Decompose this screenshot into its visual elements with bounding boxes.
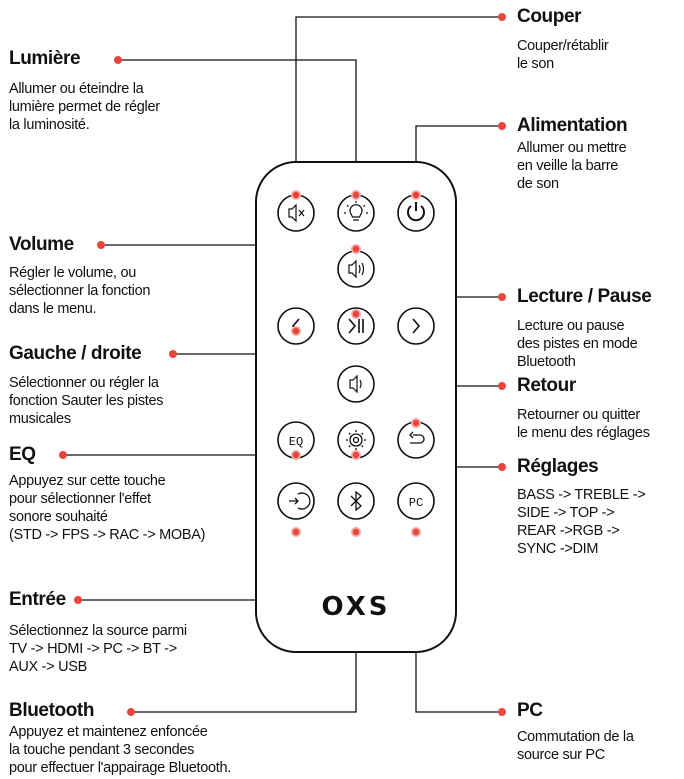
hotspots (291, 190, 421, 537)
label-lecture-desc: Lecture ou pause des pistes en mode Blue… (517, 318, 638, 370)
dot-reglages (498, 463, 506, 471)
leader-couper (295, 16, 502, 195)
label-pc-desc: Commutation de la source sur PC (517, 729, 634, 763)
right-button[interactable] (397, 307, 435, 345)
label-eq-desc: Appuyez sur cette touche pour sélectionn… (9, 473, 206, 543)
brand-logo: OXS (322, 592, 391, 622)
label-retour-title: Retour (517, 375, 576, 396)
label-couper-title: Couper (517, 6, 582, 27)
speaker-mute-icon (288, 203, 305, 223)
label-alimentation-desc: Allumer ou mettre en veille la barre de … (517, 140, 627, 192)
leader-lumiere (118, 59, 357, 195)
label-couper-desc: Couper/rétablir le son (517, 38, 609, 72)
label-volume-desc: Régler le volume, ou sélectionner la fon… (9, 265, 151, 317)
input-icon (289, 492, 311, 510)
label-volume-title: Volume (9, 234, 74, 255)
dot-bluetooth (127, 708, 135, 716)
dot-entree (74, 596, 82, 604)
volume-down-button[interactable] (337, 365, 375, 403)
label-reglages-desc: BASS -> TREBLE -> SIDE -> TOP -> REAR ->… (517, 487, 646, 557)
label-pc-title: PC (517, 700, 543, 721)
dot-pc (498, 708, 506, 716)
label-retour-desc: Retourner ou quitter le menu des réglage… (517, 407, 650, 441)
input-button[interactable] (277, 482, 315, 520)
speaker-loud-icon (348, 259, 365, 279)
label-entree-desc: Sélectionnez la source parmi TV -> HDMI … (9, 623, 187, 675)
power-icon (407, 202, 425, 222)
dot-lecture (498, 293, 506, 301)
play-pause-button[interactable] (337, 307, 375, 345)
bulb-icon (344, 201, 368, 221)
speaker-low-icon (349, 374, 362, 394)
label-reglages-title: Réglages (517, 456, 599, 477)
label-lumiere-desc: Allumer ou éteindre la lumière permet de… (9, 81, 160, 133)
label-bluetooth-title: Bluetooth (9, 700, 95, 721)
bluetooth-icon (350, 490, 362, 512)
dot-alimentation (498, 122, 506, 130)
dot-couper (498, 13, 506, 21)
label-alimentation-title: Alimentation (517, 115, 628, 136)
dot-eq (59, 451, 67, 459)
mute-button[interactable] (277, 194, 315, 232)
dot-retour (498, 382, 506, 390)
pc-button[interactable]: PC (397, 482, 435, 520)
label-entree-title: Entrée (9, 589, 66, 610)
label-gauche-title: Gauche / droite (9, 343, 142, 364)
label-lumiere-title: Lumière (9, 48, 81, 69)
dot-gauche (169, 350, 177, 358)
dot-volume (97, 241, 105, 249)
eq-button-text: EQ (289, 435, 303, 449)
light-button[interactable] (337, 194, 375, 232)
label-gauche-desc: Sélectionner ou régler la fonction Saute… (9, 375, 164, 427)
chevron-right-icon (412, 318, 421, 334)
bluetooth-button[interactable] (337, 482, 375, 520)
volume-up-button[interactable] (337, 250, 375, 288)
remote-body (255, 161, 457, 653)
gear-icon (346, 430, 366, 450)
play-pause-icon (348, 318, 364, 334)
label-dots (59, 13, 506, 716)
return-icon (409, 431, 425, 444)
label-eq-title: EQ (9, 444, 36, 465)
power-button[interactable] (397, 194, 435, 232)
label-lecture-title: Lecture / Pause (517, 286, 652, 307)
dot-lumiere (114, 56, 122, 64)
pc-button-text: PC (409, 496, 423, 510)
label-bluetooth-desc: Appuyez et maintenez enfoncée la touche … (9, 724, 231, 776)
settings-button[interactable] (337, 421, 375, 459)
